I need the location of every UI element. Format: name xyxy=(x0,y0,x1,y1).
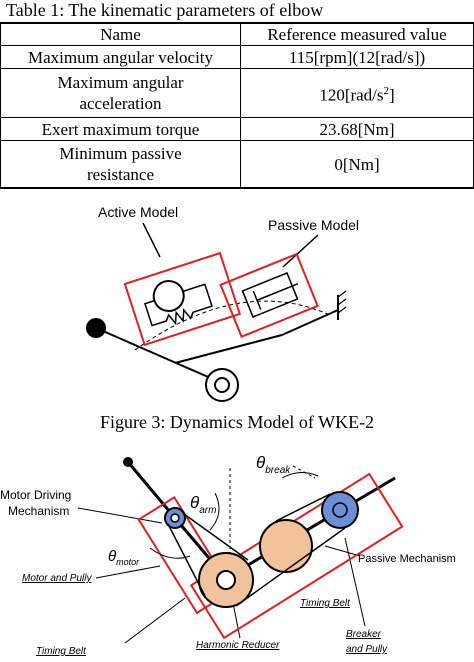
timing-belt-left-label: Timing Belt xyxy=(36,646,87,657)
passive-model-label: Passive Model xyxy=(268,217,359,233)
breaker-label-line2: and Pully xyxy=(346,644,388,655)
figure-4-mechanism: Motor Driving Mechanism θmotor θarm θbre… xyxy=(0,438,474,657)
middle-pulley xyxy=(259,519,313,573)
breaker-pulley-hub xyxy=(332,502,348,518)
passive-mechanism-leader xyxy=(324,545,361,557)
row-value: 120[rad/s2] xyxy=(240,68,474,118)
timing-belt-left xyxy=(167,523,206,597)
passive-leader xyxy=(282,234,319,268)
arm-end xyxy=(123,457,133,467)
theta-break-symbol: θbreak xyxy=(256,453,291,476)
ground-hatch xyxy=(337,290,347,298)
timing-belt-right xyxy=(275,493,331,522)
upper-arm-link xyxy=(126,461,177,519)
ground-hatch xyxy=(337,306,347,314)
harmonic-reducer-hub xyxy=(216,570,236,590)
table-row: Maximum angular velocity 115[rpm](12[rad… xyxy=(0,45,474,69)
timing-belt-left-leader xyxy=(124,597,186,644)
figure-3-svg: Active Model Passive Model xyxy=(86,204,359,402)
parameters-table: Name Reference measured value Maximum an… xyxy=(0,22,474,189)
row-name-line2: acceleration xyxy=(79,94,162,113)
timing-belt-right xyxy=(235,527,346,607)
row-value-sup: 2 xyxy=(383,84,390,97)
row-name: Exert maximum torque xyxy=(0,117,242,141)
active-model-label: Active Model xyxy=(98,204,178,220)
row-name-line1: Maximum angular xyxy=(57,73,184,92)
passive-model-group xyxy=(219,252,319,338)
header-name: Name xyxy=(0,22,242,46)
figure-3-dynamics-model: Active Model Passive Model xyxy=(0,195,474,410)
theta-arm-symbol: θarm xyxy=(190,493,216,516)
end-mass xyxy=(86,318,106,338)
joint-inner xyxy=(214,377,230,393)
ground-hatch xyxy=(337,298,347,306)
lower-link xyxy=(95,327,223,384)
lower-link xyxy=(225,476,396,580)
active-leader xyxy=(142,222,161,258)
row-name: Maximum angular acceleration xyxy=(0,68,242,118)
active-model-box xyxy=(123,251,242,347)
table-row: Maximum angular acceleration 120[rad/s2] xyxy=(0,68,474,118)
passive-model-box xyxy=(219,252,319,338)
row-value: 115[rpm](12[rad/s]) xyxy=(240,45,474,69)
header-value: Reference measured value xyxy=(240,22,474,46)
breaker-label-line1: Breaker xyxy=(346,629,382,640)
motor-pulley-hub xyxy=(170,513,180,523)
table-row: Exert maximum torque 23.68[Nm] xyxy=(0,117,474,141)
spring-element xyxy=(144,283,213,327)
harmonic-reducer-label: Harmonic Reducer xyxy=(196,640,280,651)
table-header-row: Name Reference measured value xyxy=(0,22,474,46)
theta-motor-symbol: θmotor xyxy=(108,548,140,567)
passive-mechanism-label: Passive Mechanism xyxy=(358,553,456,565)
timing-belt-left xyxy=(183,513,249,561)
row-value-main: 120[rad/s xyxy=(319,85,384,105)
row-value: 23.68[Nm] xyxy=(240,117,474,141)
motor-driving-leader xyxy=(77,507,163,524)
motor-circle xyxy=(152,280,185,313)
damper-rod xyxy=(256,283,299,301)
motor-driving-label-line2: Mechanism xyxy=(8,504,69,518)
row-value: 0[Nm] xyxy=(240,140,474,189)
timing-belt-right-label: Timing Belt xyxy=(300,598,351,609)
motor-and-pully-label: Motor and Pully xyxy=(22,573,92,584)
table-row: Minimum passive resistance 0[Nm] xyxy=(0,140,474,189)
upper-link xyxy=(174,334,283,364)
ground-link xyxy=(281,309,339,336)
motor-pully-leader xyxy=(95,565,161,579)
row-name: Minimum passive resistance xyxy=(0,140,242,189)
motor-driving-label-line1: Motor Driving xyxy=(0,488,71,502)
row-name-line1: Minimum passive xyxy=(59,144,182,163)
theta-break-arc xyxy=(281,472,319,479)
figure-4-svg: Motor Driving Mechanism θmotor θarm θbre… xyxy=(0,453,456,657)
theta-motor-arc xyxy=(149,547,191,559)
table-caption: Table 1: The kinematic parameters of elb… xyxy=(6,0,324,20)
row-value-end: ] xyxy=(389,85,395,105)
theta-arm-arc xyxy=(209,492,220,531)
active-model-group xyxy=(123,251,242,347)
row-name: Maximum angular velocity xyxy=(0,45,242,69)
breaker-leader xyxy=(344,537,366,627)
row-name-line2: resistance xyxy=(87,165,155,184)
figure-3-caption: Figure 3: Dynamics Model of WKE-2 xyxy=(99,412,375,432)
